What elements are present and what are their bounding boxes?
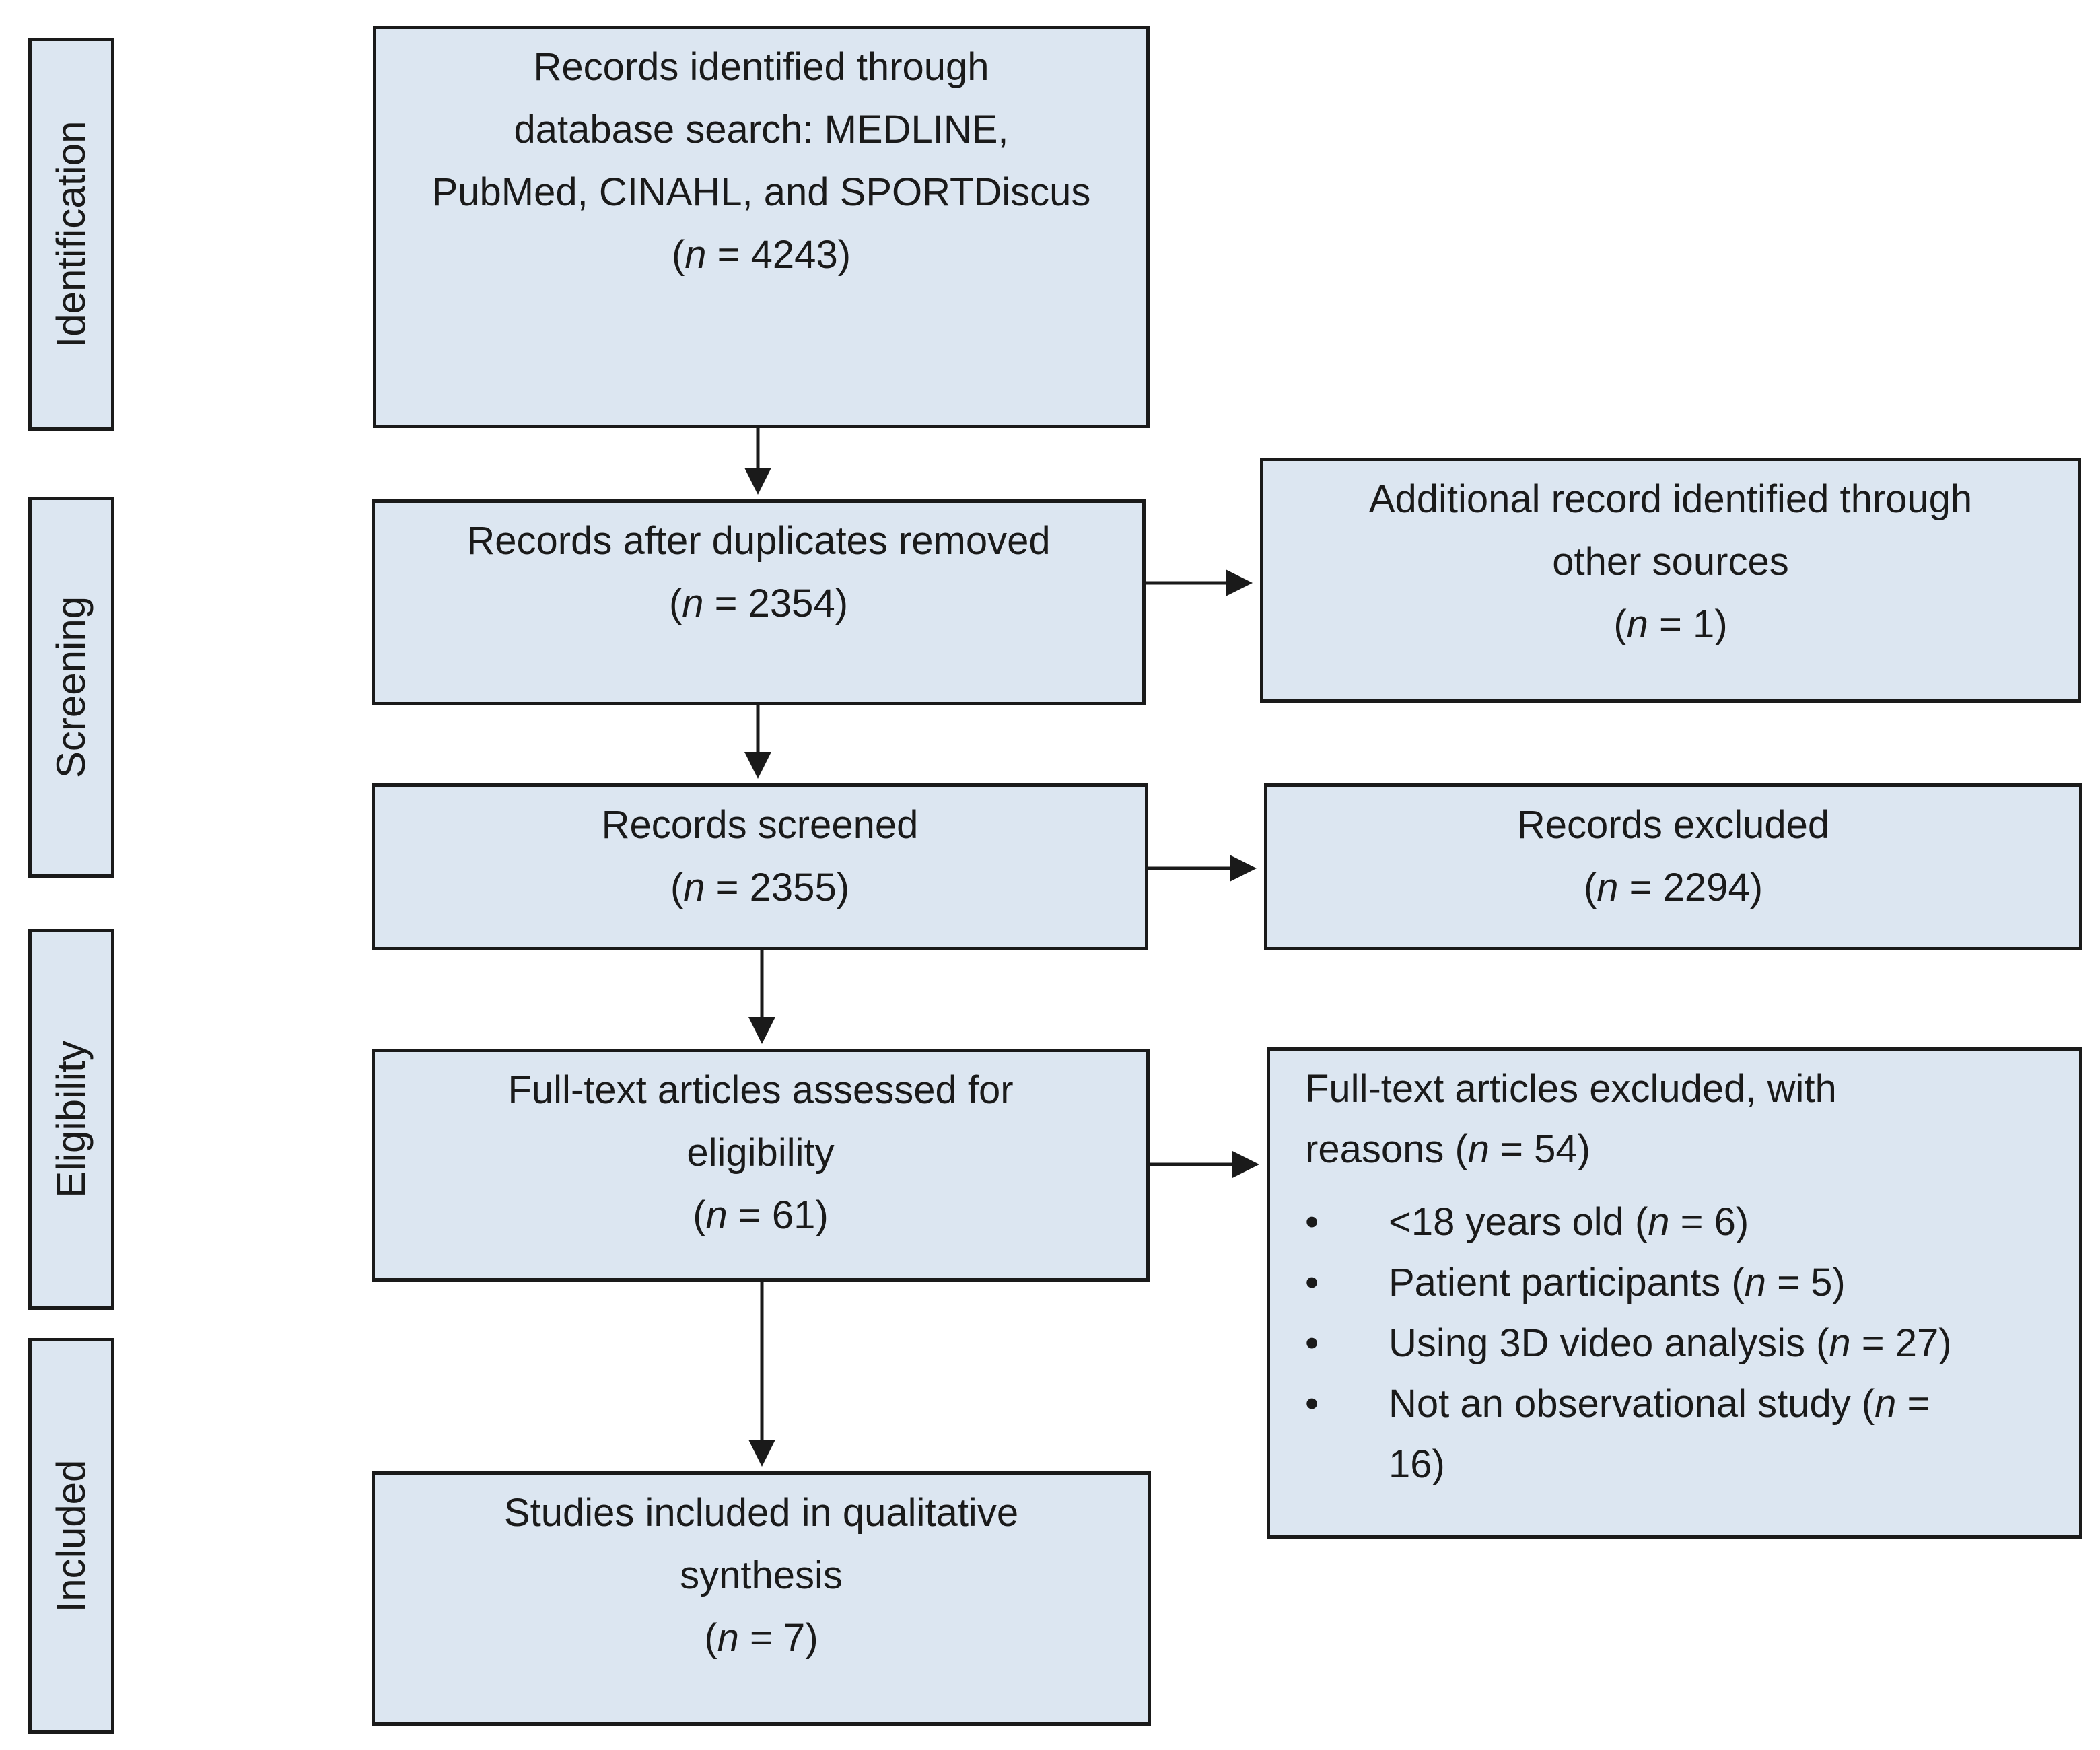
records-identified-line-2: database search: MEDLINE, — [514, 108, 1009, 151]
stage-screening-label: Screening — [48, 596, 94, 779]
stage-included: Included — [28, 1338, 114, 1734]
fulltext-assessed-count: (n = 61) — [693, 1193, 829, 1237]
records-screened-line-1: Records screened — [601, 803, 919, 847]
stage-eligibility: Eligibility — [28, 929, 114, 1310]
fulltext-assessed-line-1: Full-text articles assessed for — [508, 1068, 1014, 1112]
records-excluded-count: (n = 2294) — [1583, 866, 1763, 909]
bullet-icon: • — [1305, 1382, 1319, 1426]
additional-records-line-2: other sources — [1552, 540, 1789, 584]
exclusion-reason-item: • <18 years old (n = 6) — [1305, 1192, 2079, 1253]
duplicates-removed-box: Records after duplicates removed (n = 23… — [372, 499, 1146, 705]
records-excluded-line-1: Records excluded — [1516, 803, 1830, 847]
bullet-icon: • — [1305, 1261, 1319, 1304]
additional-records-count: (n = 1) — [1613, 602, 1728, 646]
exclusion-reason-item: • Patient participants (n = 5) — [1305, 1253, 2079, 1313]
records-excluded-box: Records excluded (n = 2294) — [1264, 783, 2082, 950]
stage-identification-label: Identification — [48, 120, 94, 348]
studies-included-line-2: synthesis — [680, 1553, 843, 1597]
studies-included-count: (n = 7) — [704, 1616, 818, 1660]
exclusion-reason-item: • Using 3D video analysis (n = 27) — [1305, 1313, 2079, 1374]
additional-records-line-1: Additional record identified through — [1368, 477, 1973, 521]
stage-eligibility-label: Eligibility — [48, 1041, 94, 1198]
records-screened-count: (n = 2355) — [670, 866, 850, 909]
stage-identification: Identification — [28, 38, 114, 431]
duplicates-removed-count: (n = 2354) — [668, 582, 849, 625]
exclusion-reason-item: • Not an observational study (n =16) — [1305, 1374, 2079, 1495]
studies-included-box: Studies included in qualitative synthesi… — [372, 1471, 1151, 1726]
studies-included-line-1: Studies included in qualitative — [503, 1491, 1019, 1535]
records-identified-box: Records identified through database sear… — [373, 26, 1150, 428]
records-screened-box: Records screened (n = 2355) — [372, 783, 1148, 950]
duplicates-removed-line-1: Records after duplicates removed — [466, 519, 1051, 563]
records-identified-line-1: Records identified through — [533, 45, 989, 89]
records-identified-count: (n = 4243) — [671, 233, 851, 277]
fulltext-excluded-header-2: reasons (n = 54) — [1305, 1127, 1590, 1171]
fulltext-assessed-box: Full-text articles assessed for eligibil… — [372, 1049, 1150, 1282]
stage-included-label: Included — [48, 1459, 94, 1613]
additional-records-box: Additional record identified through oth… — [1260, 458, 2081, 703]
bullet-icon: • — [1305, 1321, 1319, 1365]
stage-screening: Screening — [28, 497, 114, 878]
fulltext-excluded-box: Full-text articles excluded, with reason… — [1267, 1047, 2082, 1539]
exclusion-reasons-list: • <18 years old (n = 6) • Patient partic… — [1305, 1192, 2079, 1495]
records-identified-line-3: PubMed, CINAHL, and SPORTDiscus — [431, 170, 1091, 214]
fulltext-assessed-line-2: eligibility — [687, 1131, 835, 1175]
fulltext-excluded-header-1: Full-text articles excluded, with — [1305, 1067, 1837, 1111]
bullet-icon: • — [1305, 1200, 1319, 1244]
